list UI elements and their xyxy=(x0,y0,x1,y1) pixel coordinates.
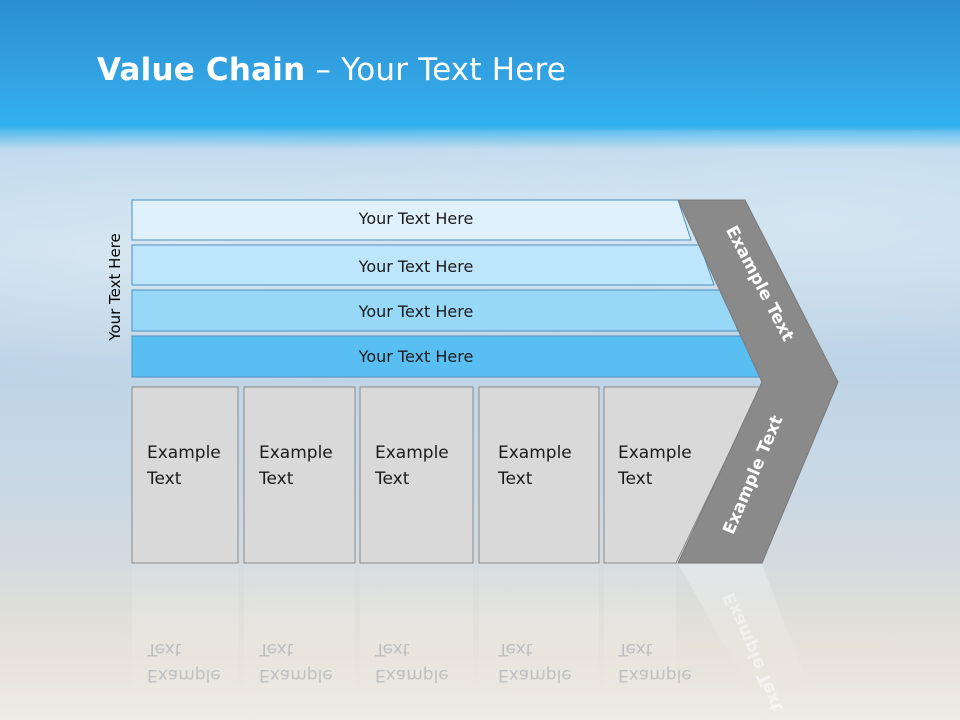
primary-box-3-line1: Example xyxy=(375,443,449,463)
diagram-reflection: Example Text Example Text Example Text E… xyxy=(132,564,810,714)
primary-box-4-line1: Example xyxy=(498,443,572,463)
reflection-box-5-line2: Text xyxy=(617,639,653,659)
primary-box-5-line2: Text xyxy=(617,469,653,489)
reflection-box-1-line2: Text xyxy=(146,639,182,659)
primary-box-2-line1: Example xyxy=(259,443,333,463)
primary-box-4-line2: Text xyxy=(497,469,533,489)
reflection-box-3-line1: Example xyxy=(375,665,449,685)
support-band-2-label: Your Text Here xyxy=(358,257,474,276)
title-rest: – Your Text Here xyxy=(305,52,567,88)
primary-box-1[interactable] xyxy=(131,386,239,564)
reflection-box-2-line2: Text xyxy=(258,639,294,659)
reflection-box-1-line1: Example xyxy=(147,665,221,685)
primary-box-3[interactable] xyxy=(359,386,474,564)
support-activities: Your Text Here Your Text Here Your Text … xyxy=(131,199,764,378)
reflection-box-2-line1: Example xyxy=(259,665,333,685)
support-band-4-label: Your Text Here xyxy=(358,347,474,366)
reflection-box-5-line1: Example xyxy=(618,665,692,685)
reflection-box-4-line1: Example xyxy=(498,665,572,685)
reflection-box-3 xyxy=(360,564,473,694)
reflection-box-4 xyxy=(479,564,599,694)
support-band-1[interactable] xyxy=(131,199,692,241)
primary-box-5-line1: Example xyxy=(618,443,692,463)
reflection-chevron xyxy=(678,564,810,690)
support-band-2[interactable] xyxy=(131,244,715,286)
margin-chevron-shape[interactable] xyxy=(677,199,839,564)
primary-box-5[interactable] xyxy=(603,386,762,564)
slide-title: Value Chain – Your Text Here xyxy=(97,52,566,88)
primary-box-2-line2: Text xyxy=(258,469,294,489)
reflection-box-4-line2: Text xyxy=(497,639,533,659)
primary-box-1-line1: Example xyxy=(147,443,221,463)
primary-box-1-line2: Text xyxy=(146,469,182,489)
reflection-box-5 xyxy=(604,564,676,694)
reflection-box-3-line2: Text xyxy=(374,639,410,659)
title-bold: Value Chain xyxy=(97,52,306,88)
support-band-3-label: Your Text Here xyxy=(358,302,474,321)
primary-activities: Example Text Example Text Example Text E… xyxy=(131,386,762,564)
reflection-box-2 xyxy=(244,564,355,694)
primary-box-4[interactable] xyxy=(478,386,600,564)
primary-box-3-line2: Text xyxy=(374,469,410,489)
primary-box-2[interactable] xyxy=(243,386,356,564)
support-band-1-label: Your Text Here xyxy=(358,209,474,228)
reflection-box-1 xyxy=(132,564,238,694)
